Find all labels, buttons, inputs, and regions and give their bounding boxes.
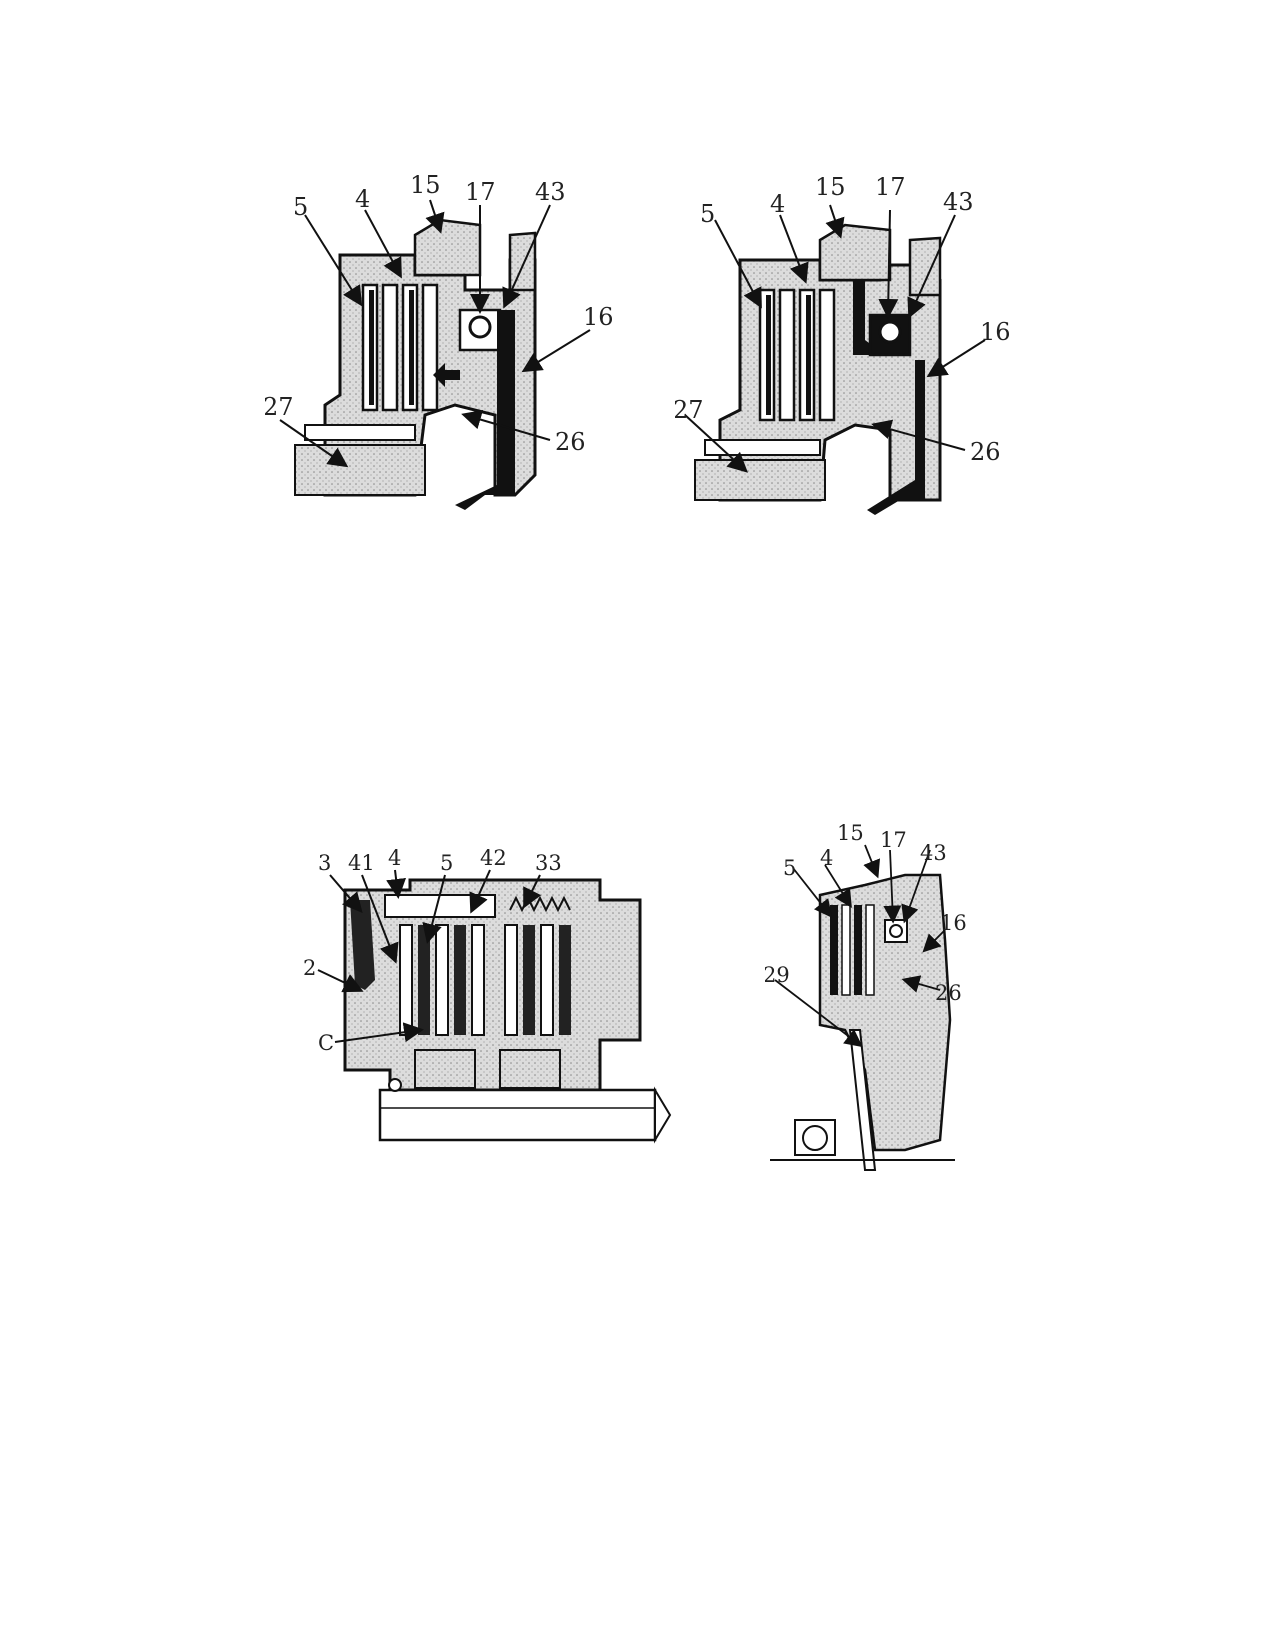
label-4: 4 — [770, 190, 785, 218]
label-5: 5 — [700, 200, 715, 228]
label-4: 4 — [820, 846, 833, 870]
check-ball — [468, 315, 492, 339]
label-5: 5 — [783, 856, 796, 880]
label-43: 43 — [943, 188, 974, 216]
housing-shape — [818, 873, 952, 1152]
label-27: 27 — [675, 396, 704, 424]
clutch-disc-stack — [361, 283, 439, 412]
piston-shape — [350, 900, 375, 990]
label-16: 16 — [583, 303, 614, 331]
label-3: 3 — [318, 851, 331, 875]
clutch-disc-stack — [758, 288, 836, 422]
label-26: 26 — [935, 981, 962, 1005]
label-43: 43 — [535, 178, 566, 206]
clutch-disc-pack-1 — [399, 924, 485, 1036]
label-33: 33 — [535, 851, 562, 875]
label-43: 43 — [920, 841, 947, 865]
label-5: 5 — [293, 193, 308, 221]
piston-shape — [867, 360, 925, 515]
label-2: 2 — [303, 956, 316, 980]
label-15: 15 — [815, 173, 846, 201]
figure-top-right: 5 4 15 17 43 16 27 26 — [675, 170, 1055, 540]
shaft — [378, 1088, 657, 1142]
flow-arrow — [433, 363, 460, 387]
label-27: 27 — [265, 393, 294, 421]
clutch-disc-pack-2 — [504, 924, 571, 1036]
label-5: 5 — [440, 851, 453, 875]
figure-bottom-left-drawing: 3 41 4 5 42 33 2 C — [303, 846, 672, 1144]
figure-top-right-drawing: 5 4 15 17 43 16 27 26 — [675, 173, 1011, 515]
label-15: 15 — [410, 171, 441, 199]
label-4: 4 — [355, 185, 370, 213]
label-17: 17 — [465, 178, 496, 206]
label-16: 16 — [940, 911, 967, 935]
label-29: 29 — [765, 963, 790, 987]
label-c: C — [318, 1031, 334, 1055]
label-41: 41 — [348, 851, 375, 875]
figure-top-left-drawing: 5 4 15 17 43 16 27 26 — [265, 171, 614, 510]
figure-bottom-right: 15 17 43 5 4 16 29 26 — [765, 820, 1025, 1200]
figure-bottom-left: 3 41 4 5 42 33 2 C — [300, 840, 680, 1200]
piston-shape — [455, 310, 515, 510]
figure-bottom-right-drawing: 15 17 43 5 4 16 29 26 — [765, 821, 967, 1171]
label-4: 4 — [388, 846, 401, 870]
label-15: 15 — [837, 821, 864, 845]
check-ball — [889, 924, 903, 938]
label-16: 16 — [980, 318, 1011, 346]
label-42: 42 — [480, 846, 507, 870]
label-26: 26 — [555, 428, 586, 456]
check-ball — [878, 320, 902, 344]
figure-top-left: 5 4 15 17 43 16 27 26 — [265, 165, 665, 545]
label-26: 26 — [970, 438, 1001, 466]
label-17: 17 — [875, 173, 906, 201]
label-17: 17 — [880, 828, 907, 852]
